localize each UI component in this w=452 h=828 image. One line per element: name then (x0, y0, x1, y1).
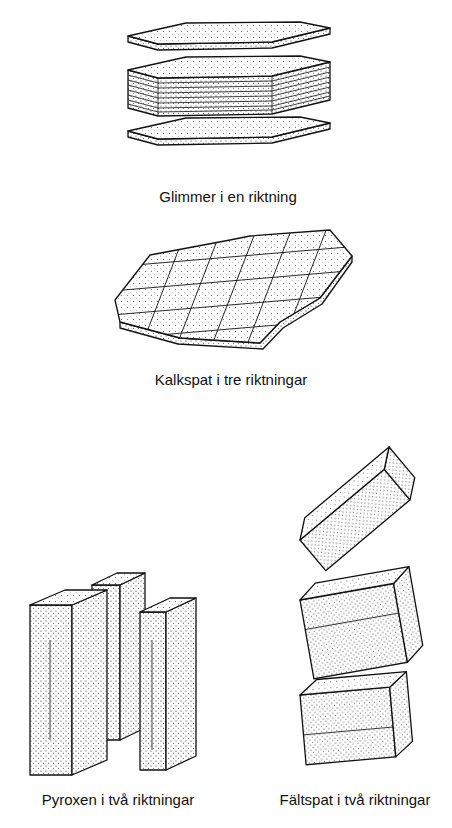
prism-top (140, 598, 196, 612)
prism-top (92, 573, 145, 585)
caption-label: Fältspat i två riktningar (280, 791, 431, 809)
cleavage-line (303, 727, 393, 735)
cleavage-line (305, 613, 399, 629)
pyroxene-prisms (30, 573, 196, 775)
block (299, 672, 414, 765)
caption-label: Pyroxen i två riktningar (42, 791, 195, 809)
block-top (298, 567, 412, 600)
cleavage-line (100, 270, 360, 292)
caption-label: Glimmer i en riktning (159, 188, 297, 206)
block (298, 567, 426, 679)
caption-label: Kalkspat i tre riktningar (155, 371, 308, 389)
cleavage-line (50, 640, 51, 740)
prism (30, 590, 107, 775)
mica-edge-line (158, 78, 159, 116)
prism-front (30, 605, 72, 775)
cleavage-line (245, 220, 295, 350)
prism (140, 598, 196, 770)
block-top (291, 447, 398, 540)
prism-side (166, 598, 196, 770)
prism-side (72, 590, 107, 775)
prism-front (140, 612, 166, 770)
calcite-cleavage-grid (100, 220, 360, 350)
mica-edge-line (272, 76, 273, 114)
cleavage-line (280, 220, 330, 350)
mica-sheets (128, 22, 330, 145)
calcite-face (115, 230, 352, 343)
cleavage-line (100, 246, 360, 268)
mica-layers (128, 67, 330, 116)
cleavage-line (100, 318, 360, 340)
block (291, 447, 424, 571)
cleavage-line (152, 640, 153, 750)
calcite-fragment (100, 220, 360, 350)
mica-face (128, 117, 330, 139)
feldspar-blocks (291, 447, 425, 765)
block-front (300, 687, 396, 765)
prism-top (30, 590, 107, 605)
mica-face (128, 22, 330, 44)
cleavage-line (100, 294, 360, 316)
